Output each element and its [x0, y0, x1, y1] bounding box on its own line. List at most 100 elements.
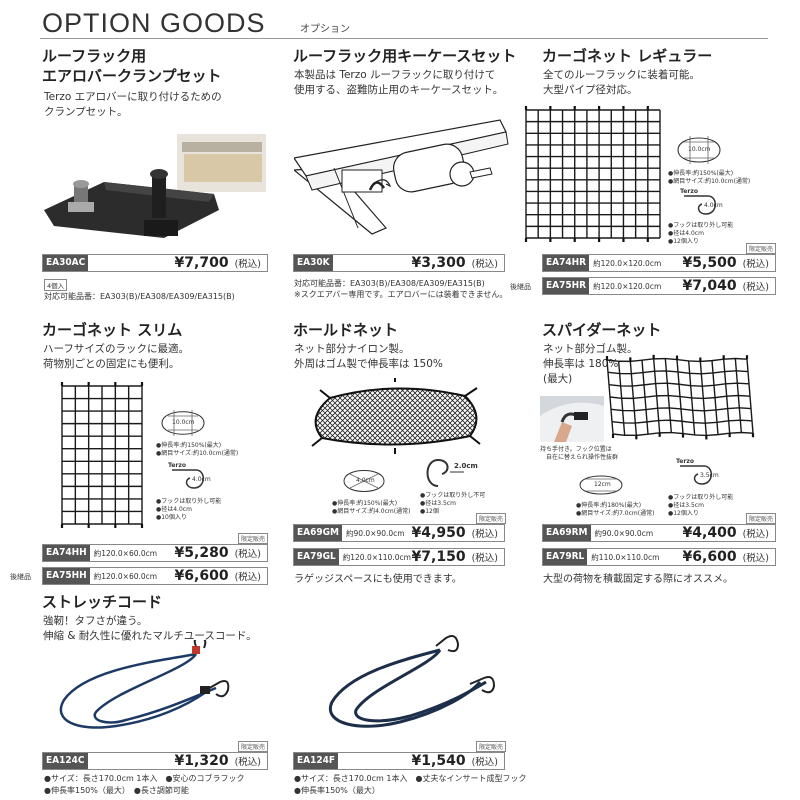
clamp-price: ¥7,700	[174, 255, 229, 271]
stretch-c-limited-badge: 限定販売	[238, 741, 269, 752]
hold-spec2: ●網目サイズ:約4.0cm(通常)	[332, 508, 411, 515]
spider-title: スパイダーネット	[542, 321, 662, 339]
regular-inset2: 4.0cm	[704, 202, 723, 209]
slim-spec5: ●10個入り	[156, 514, 187, 521]
spider-code-1: EA69RM	[543, 525, 591, 541]
regular-net-image	[520, 104, 666, 244]
regular-limited-badge: 限定販売	[746, 243, 777, 254]
stretch-c-spec1: ●サイズ：長さ170.0cm 1本入 ●安心のコブラフック	[44, 774, 245, 783]
regular-desc-line2: 大型パイプ径対応。	[543, 84, 638, 96]
stretch-title: ストレッチコード	[42, 593, 163, 611]
hold-tax-2: (税込)	[471, 553, 498, 564]
slim-mesh-inset: 10.0cm	[158, 404, 208, 442]
spider-desc-line3: (最大)	[543, 373, 573, 385]
slim-spec2: ●網目サイズ:約10.0cm(通常)	[156, 450, 239, 457]
key-price-row: EA30K ¥3,300 (税込)	[293, 254, 505, 272]
spider-desc-line1: ネット部分ゴム製。	[543, 343, 638, 355]
stretch-f-tax: (税込)	[471, 757, 498, 768]
stretch-desc-line2: 伸縮 & 耐久性に優れたマルチユースコード。	[43, 630, 257, 642]
slim-price-row-2: EA75HH 約120.0×60.0cm ¥6,600 (税込)	[42, 567, 268, 585]
hold-inset2: 2.0cm	[454, 462, 478, 470]
hold-net-image	[300, 378, 490, 454]
hold-price-2: ¥7,150	[411, 549, 466, 565]
hold-code-2: EA79GL	[294, 549, 339, 565]
spider-limited-badge: 限定販売	[746, 513, 777, 524]
spider-size-1: 約90.0×90.0cm	[594, 528, 654, 538]
hold-limited-badge: 限定販売	[476, 513, 507, 524]
spider-spec2: ●網目サイズ:約7.0cm(通常)	[576, 510, 655, 517]
hold-spec5: ●12個	[420, 508, 439, 515]
hold-code-1: EA69GM	[294, 525, 342, 541]
spider-handle-photo	[540, 396, 604, 442]
hold-title: ホールドネット	[293, 321, 399, 339]
slim-brand: Terzo	[168, 462, 186, 469]
stretch-c-price-row: EA124C ¥1,320 (税込)	[42, 752, 268, 770]
slim-size-1: 約120.0×60.0cm	[93, 548, 158, 558]
regular-spec3: ●フックは取り外し可能	[668, 222, 734, 229]
slim-price-1: ¥5,280	[174, 545, 229, 561]
stretch-desc-line1: 強靭！タフさが違う。	[43, 615, 148, 627]
page-subtitle: オプション	[300, 24, 350, 35]
stretch-f-code: EA124F	[294, 753, 339, 769]
clamp-product-image	[44, 132, 266, 246]
hold-spec4: ●径は3.5cm	[420, 500, 456, 507]
regular-inset1: 10.0cm	[688, 146, 711, 153]
hold-price-row-1: EA69GM 約90.0×90.0cm ¥4,950 (税込)	[293, 524, 505, 542]
slim-desc-line2: 荷物別ごとの固定にも便利。	[43, 358, 180, 370]
spider-footer: 大型の荷物を積載固定する際にオススメ。	[543, 574, 733, 585]
regular-successor-label: 後継品	[510, 283, 531, 291]
hold-desc-line1: ネット部分ナイロン製。	[294, 343, 410, 355]
hold-tax-1: (税込)	[471, 529, 498, 540]
slim-spec3: ●フックは取り外し可能	[156, 498, 222, 505]
hold-footer: ラゲッジスペースにも使用できます。	[294, 574, 462, 585]
regular-size-2: 約120.0×120.0cm	[593, 281, 662, 291]
stretch-f-price: ¥1,540	[411, 753, 466, 769]
clamp-note: 対応可能品番：EA303(B)/EA308/EA309/EA315(B)	[44, 292, 235, 301]
spider-brand: Terzo	[676, 458, 694, 465]
stretch-c-code: EA124C	[43, 753, 88, 769]
clamp-tax: (税込)	[234, 259, 261, 270]
slim-inset2: 4.0cm	[192, 476, 211, 483]
spider-caption1: 持ち手付き。フック位置は	[540, 446, 612, 453]
regular-mesh-inset: 10.0cm	[674, 130, 724, 170]
stretch-c-tax: (税込)	[234, 757, 261, 768]
spider-tax-1: (税込)	[742, 529, 769, 540]
regular-tax-1: (税込)	[742, 259, 769, 270]
hold-desc-line2: 外周はゴム製で伸長率は 150%	[294, 358, 443, 370]
clamp-code: EA30AC	[43, 255, 89, 271]
key-desc-line2: 使用する、盗難防止用のキーケースセット。	[294, 84, 504, 96]
regular-price-2: ¥7,040	[682, 278, 737, 294]
spider-spec3: ●フックは取り外し可能	[668, 494, 734, 501]
stretch-f-spec2: ●伸長率150%（最大）	[294, 786, 380, 795]
slim-code-1: EA74HH	[43, 545, 90, 561]
clamp-desc-line1: Terzo エアロバーに取り付けるための	[44, 91, 222, 103]
slim-successor-label: 後継品	[10, 573, 31, 581]
stretch-c-price: ¥1,320	[174, 753, 229, 769]
spider-price-row-2: EA79RL 約110.0×110.0cm ¥6,600 (税込)	[542, 548, 776, 566]
spider-caption2: 自在に替えられ操作性抜群	[546, 454, 619, 461]
slim-size-2: 約120.0×60.0cm	[93, 571, 158, 581]
slim-limited-badge: 限定販売	[238, 533, 269, 544]
regular-tax-2: (税込)	[742, 282, 769, 293]
hold-price-row-2: EA79GL 約120.0×110.0cm ¥7,150 (税込)	[293, 548, 505, 566]
hold-inset1: 4.0cm	[356, 477, 375, 484]
slim-desc-line1: ハーフサイズのラックに最適。	[43, 343, 190, 355]
spider-spec5: ●12個入り	[668, 510, 699, 517]
slim-price-2: ¥6,600	[174, 568, 229, 584]
header-divider	[40, 38, 768, 39]
clamp-price-row: EA30AC ¥7,700 (税込)	[42, 254, 268, 272]
stretch-c-spec2: ●伸長率150%（最大） ●長さ調節可能	[44, 786, 189, 795]
slim-spec1: ●伸長率:約150%(最大)	[156, 442, 222, 449]
regular-size-1: 約120.0×120.0cm	[593, 258, 662, 268]
spider-hook-inset: Terzo 3.5cm	[674, 458, 722, 492]
key-desc-line1: 本製品は Terzo ルーフラックに取り付けて	[294, 69, 496, 81]
regular-spec4: ●径は4.0cm	[668, 230, 704, 237]
clamp-title-line1: ルーフラック用	[42, 47, 147, 65]
key-title: ルーフラック用キーケースセット	[293, 47, 517, 65]
hold-mesh-inset: 4.0cm	[340, 464, 388, 498]
spider-price-2: ¥6,600	[682, 549, 737, 565]
regular-desc-line1: 全てのルーフラックに装着可能。	[543, 69, 700, 81]
slim-price-row-1: EA74HH 約120.0×60.0cm ¥5,280 (税込)	[42, 544, 268, 562]
clamp-qty: 4個入	[44, 279, 68, 291]
slim-tax-1: (税込)	[234, 549, 261, 560]
